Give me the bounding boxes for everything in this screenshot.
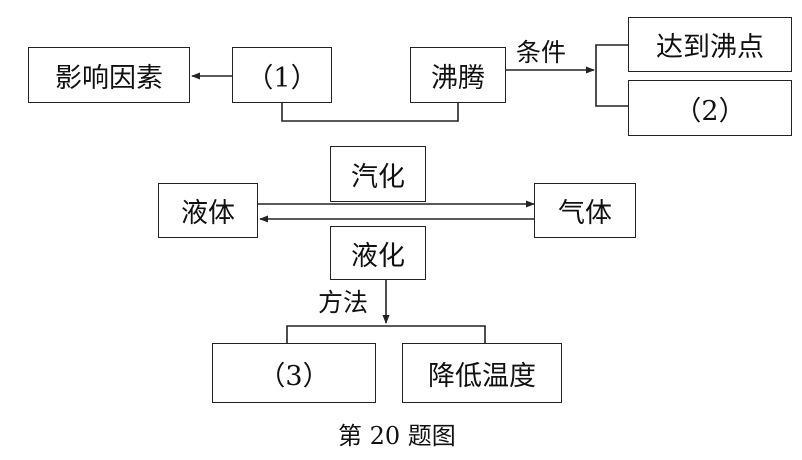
node-vaporization: 汽化 xyxy=(330,146,426,202)
node-blank-1: （1） xyxy=(232,47,332,103)
node-blank-3: （3） xyxy=(212,343,376,403)
bracket-boiling-blank1 xyxy=(281,103,459,122)
label-methods: 方法 xyxy=(318,288,369,317)
node-liquid: 液体 xyxy=(158,183,258,238)
node-reach-boiling-point: 达到沸点 xyxy=(628,17,792,72)
node-blank-2: （2） xyxy=(628,80,792,136)
node-gas: 气体 xyxy=(534,183,636,238)
node-lower-temperature: 降低温度 xyxy=(402,343,562,403)
node-boiling: 沸腾 xyxy=(410,47,506,103)
node-influence-factors: 影响因素 xyxy=(28,47,190,103)
bracket-methods xyxy=(286,325,486,343)
node-liquefaction: 液化 xyxy=(330,226,426,280)
figure-caption: 第 20 题图 xyxy=(338,422,456,450)
label-conditions: 条件 xyxy=(516,38,567,67)
bracket-conditions xyxy=(595,44,628,107)
